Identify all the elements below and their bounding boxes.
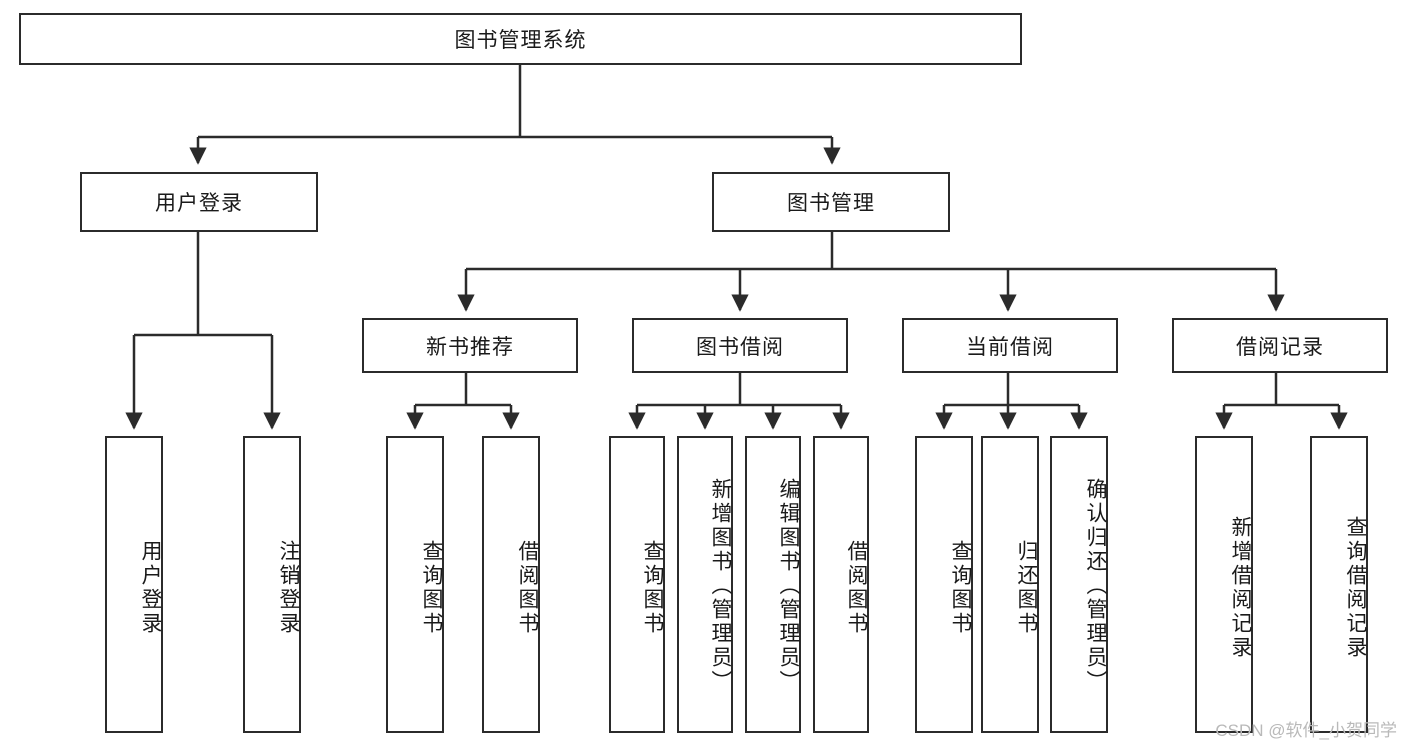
node-book-borrow-label: 图书借阅 bbox=[696, 335, 784, 359]
node-user-login[interactable]: 用户登录 bbox=[80, 172, 318, 232]
node-user-login-label: 用户登录 bbox=[155, 192, 243, 215]
node-book-borrow[interactable]: 图书借阅 bbox=[632, 318, 848, 373]
leaf-current-confirm-return-label: 确认归还（管理员） bbox=[1084, 477, 1107, 694]
node-borrow-records-label: 借阅记录 bbox=[1236, 335, 1324, 359]
leaf-user-login-signin[interactable]: 用户登录 bbox=[105, 436, 163, 733]
node-borrow-records[interactable]: 借阅记录 bbox=[1172, 318, 1388, 373]
leaf-records-query-record[interactable]: 查询借阅记录 bbox=[1310, 436, 1368, 733]
leaf-recommend-borrow-book[interactable]: 借阅图书 bbox=[482, 436, 540, 733]
leaf-current-return-book-label: 归还图书 bbox=[1015, 539, 1038, 636]
leaf-borrow-edit-book[interactable]: 编辑图书（管理员） bbox=[745, 436, 801, 733]
node-book-management[interactable]: 图书管理 bbox=[712, 172, 950, 232]
node-new-book-recommend-label: 新书推荐 bbox=[426, 335, 514, 359]
leaf-records-add-record[interactable]: 新增借阅记录 bbox=[1195, 436, 1253, 733]
leaf-records-query-record-label: 查询借阅记录 bbox=[1344, 515, 1367, 660]
leaf-current-query-book[interactable]: 查询图书 bbox=[915, 436, 973, 733]
leaf-borrow-query-book-label: 查询图书 bbox=[641, 539, 664, 636]
node-book-management-label: 图书管理 bbox=[787, 192, 875, 215]
node-new-book-recommend[interactable]: 新书推荐 bbox=[362, 318, 578, 373]
node-root[interactable]: 图书管理系统 bbox=[19, 13, 1022, 65]
leaf-user-login-signin-label: 用户登录 bbox=[139, 539, 162, 636]
leaf-current-return-book[interactable]: 归还图书 bbox=[981, 436, 1039, 733]
leaf-borrow-query-book[interactable]: 查询图书 bbox=[609, 436, 665, 733]
leaf-user-login-signout[interactable]: 注销登录 bbox=[243, 436, 301, 733]
leaf-borrow-borrow-book-label: 借阅图书 bbox=[845, 539, 868, 636]
node-root-label: 图书管理系统 bbox=[454, 29, 587, 52]
leaf-borrow-edit-book-label: 编辑图书（管理员） bbox=[777, 477, 800, 694]
watermark-text: CSDN @软件_小贺同学 bbox=[1215, 721, 1397, 740]
leaf-current-query-book-label: 查询图书 bbox=[949, 539, 972, 636]
leaf-recommend-query-book-label: 查询图书 bbox=[420, 539, 443, 636]
leaf-borrow-add-book[interactable]: 新增图书（管理员） bbox=[677, 436, 733, 733]
leaf-current-confirm-return[interactable]: 确认归还（管理员） bbox=[1050, 436, 1108, 733]
node-current-borrow-label: 当前借阅 bbox=[966, 335, 1054, 359]
leaf-recommend-borrow-book-label: 借阅图书 bbox=[516, 539, 539, 636]
leaf-borrow-add-book-label: 新增图书（管理员） bbox=[709, 477, 732, 694]
node-current-borrow[interactable]: 当前借阅 bbox=[902, 318, 1118, 373]
leaf-recommend-query-book[interactable]: 查询图书 bbox=[386, 436, 444, 733]
leaf-user-login-signout-label: 注销登录 bbox=[277, 539, 300, 636]
leaf-records-add-record-label: 新增借阅记录 bbox=[1229, 515, 1252, 660]
leaf-borrow-borrow-book[interactable]: 借阅图书 bbox=[813, 436, 869, 733]
